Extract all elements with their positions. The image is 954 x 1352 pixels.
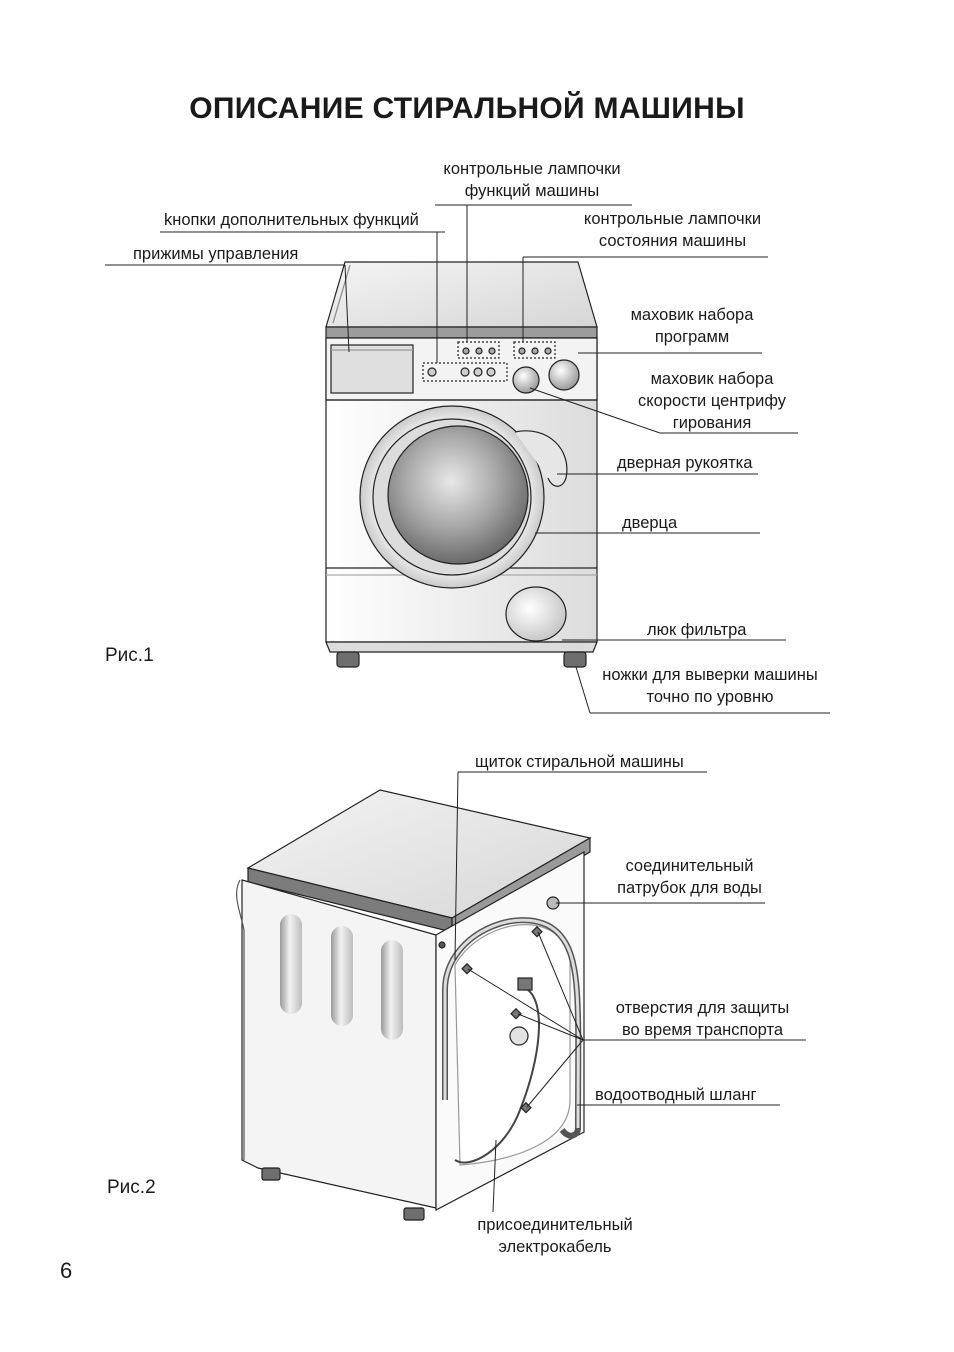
label-door-handle: дверная рукоятка — [617, 452, 752, 474]
label-power-cable: присоединительный электрокабель — [455, 1214, 655, 1258]
label-line: присоединительный — [477, 1216, 633, 1234]
label-line: контрольные лампочки — [443, 160, 621, 178]
label-line: во время транспорта — [621, 1021, 784, 1039]
figure2-caption: Рис.2 — [107, 1177, 156, 1198]
label-line: скорости центрифу — [638, 392, 786, 410]
label-line: функций машины — [464, 182, 600, 200]
label-water-inlet: соединительный патрубок для воды — [602, 855, 777, 899]
label-line: дверца — [622, 514, 678, 532]
page-title: ОПИСАНИЕ СТИРАЛЬНОЙ МАШИНЫ — [189, 92, 745, 125]
figure1-caption: Рис.1 — [105, 645, 154, 666]
label-line: водоотводный шланг — [595, 1086, 757, 1104]
label-transport-holes: отверстия для защиты во время транспорта — [600, 997, 805, 1041]
label-extra-buttons: kнопки дополнительных функций — [164, 209, 419, 231]
label-line: маховик набора — [630, 306, 754, 324]
label-door: дверца — [622, 512, 677, 534]
label-state-lamps: контрольные лампочки состояния машины — [565, 208, 780, 252]
label-drain-hose: водоотводный шланг — [595, 1084, 757, 1106]
label-line: щиток стиральной машины — [475, 753, 684, 771]
figure1-leader-lines — [105, 204, 830, 714]
label-line: люк фильтра — [647, 621, 747, 639]
label-control-clamps: прижимы управления — [133, 243, 298, 265]
label-line: ножки для выверки машины — [602, 666, 818, 684]
label-line: маховик набора — [650, 370, 774, 388]
figure2-leader-lines — [454, 771, 806, 1213]
label-line: прижимы управления — [133, 245, 299, 263]
page-number: 6 — [60, 1258, 73, 1283]
label-program-knob: маховик набора программ — [612, 304, 772, 348]
label-line: программ — [654, 328, 730, 346]
figure2-machine — [236, 789, 592, 1221]
label-line: kнопки дополнительных функций — [164, 211, 419, 229]
label-back-panel: щиток стиральной машины — [475, 751, 684, 773]
label-line: гирования — [672, 414, 752, 432]
label-line: точно по уровню — [646, 688, 774, 706]
label-line: соединительный — [625, 857, 754, 875]
label-feet: ножки для выверки машины точно по уровню — [585, 664, 835, 708]
label-line: электрокабель — [498, 1238, 612, 1256]
label-line: дверная рукоятка — [617, 454, 753, 472]
label-filter-hatch: люк фильтра — [647, 619, 746, 641]
label-function-lamps: контрольные лампочки функций машины — [432, 158, 632, 202]
label-line: патрубок для воды — [617, 879, 762, 897]
label-line: отверстия для защиты — [615, 999, 790, 1017]
label-spin-knob: маховик набора скорости центрифу гирован… — [622, 368, 802, 434]
label-line: состояния машины — [598, 232, 747, 250]
figure1-machine — [325, 261, 598, 668]
label-line: контрольные лампочки — [583, 210, 762, 228]
